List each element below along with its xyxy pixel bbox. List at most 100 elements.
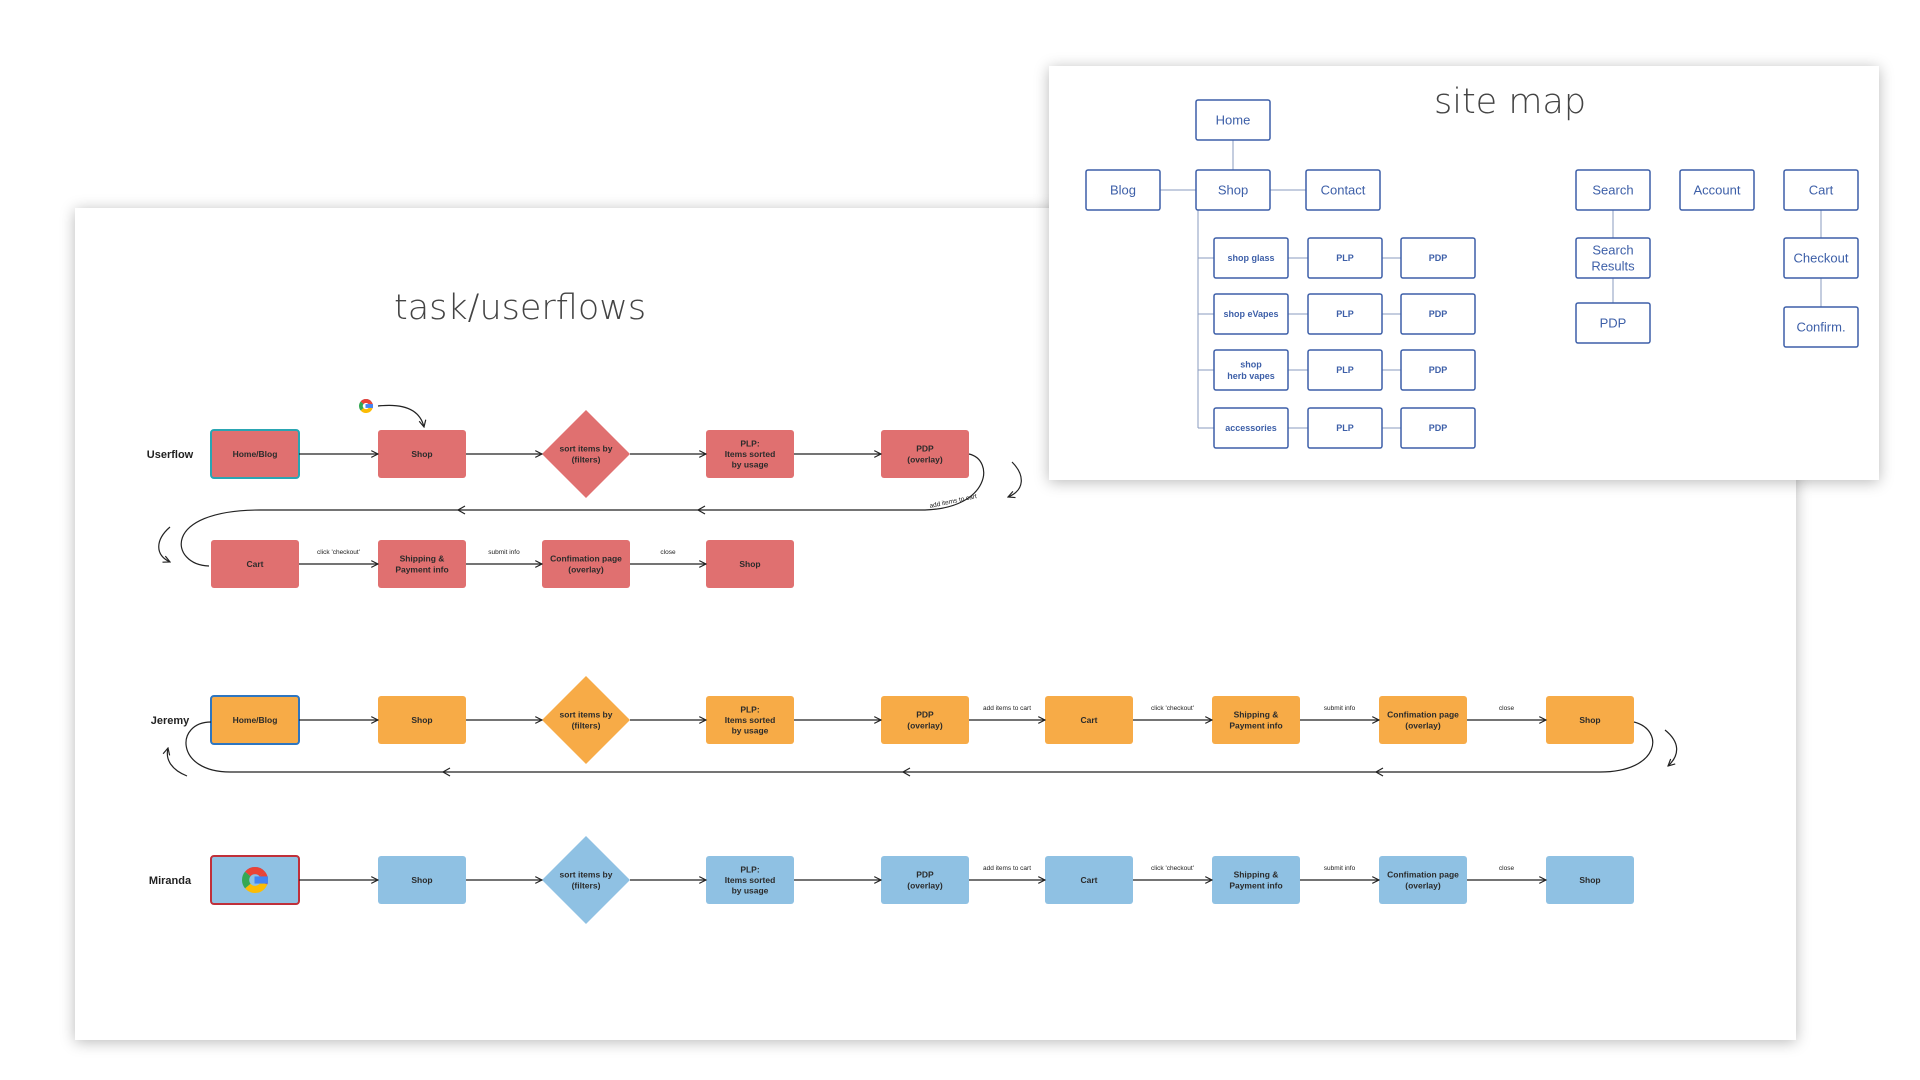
sitemap-category-shop-glass-label: shop glass bbox=[1227, 253, 1274, 263]
userflow-wrap-arrowhead-0 bbox=[696, 505, 706, 515]
jeremy-node-8-label: Shop bbox=[1579, 715, 1600, 725]
userflows-title: task/userflows bbox=[394, 288, 647, 328]
sitemap-account bbox=[1679, 169, 1755, 211]
userflow-curl-arrow-right bbox=[1008, 461, 1022, 497]
jeremy-curl-arrow-right bbox=[1664, 729, 1678, 766]
jeremy-node-4-label: PDP(overlay) bbox=[907, 710, 943, 731]
miranda-node-2-label: sort items by(filters) bbox=[560, 870, 613, 891]
jeremy-edge-6-label: submit info bbox=[1324, 705, 1356, 712]
jeremy-node-7-label: Confimation page(overlay) bbox=[1387, 710, 1459, 731]
sitemap-shop bbox=[1195, 169, 1271, 211]
userflow-node-pdp-overlay-box bbox=[881, 430, 969, 478]
sitemap-shop-label: Shop bbox=[1218, 183, 1248, 198]
miranda-node-7-label: Confimation page(overlay) bbox=[1387, 870, 1459, 891]
userflow-lower-node-shop-label: Shop bbox=[739, 559, 760, 569]
sitemap-category-shop-herb-vapes bbox=[1213, 349, 1289, 391]
sitemap-cart-1-label: Checkout bbox=[1794, 251, 1849, 266]
jeremy-loop-arrowhead-2 bbox=[441, 767, 451, 777]
jeremy-node-8-box bbox=[1546, 696, 1634, 744]
sitemap-cart-0 bbox=[1783, 169, 1859, 211]
jeremy-node-1-label: Shop bbox=[411, 715, 432, 725]
sitemap-category-3-pdp bbox=[1400, 407, 1476, 449]
sitemap-category-0-pdp bbox=[1400, 237, 1476, 279]
miranda-node-4-box bbox=[881, 856, 969, 904]
miranda-node-1-label: Shop bbox=[411, 875, 432, 885]
sitemap-category-2-plp bbox=[1307, 349, 1383, 391]
userflow-lower-node-confimation-page-overlay-box bbox=[542, 540, 630, 588]
userflow-node-home-blog-label: Home/Blog bbox=[233, 449, 278, 459]
row-miranda: Miranda Shop sort items by(filters) PLP:Ite… bbox=[149, 836, 1634, 924]
sitemap-home-label: Home bbox=[1216, 113, 1251, 128]
jeremy-node-4-box bbox=[881, 696, 969, 744]
google-to-shop-arrow bbox=[377, 404, 424, 427]
sitemap-category-1-plp-label: PLP bbox=[1336, 309, 1354, 319]
jeremy-loop-arrowhead-0 bbox=[1374, 767, 1384, 777]
miranda-node-8-box bbox=[1546, 856, 1634, 904]
jeremy-node-6-box bbox=[1212, 696, 1300, 744]
sitemap-blog bbox=[1085, 169, 1161, 211]
sitemap-category-shop-evapes-label: shop eVapes bbox=[1223, 309, 1278, 319]
jeremy-loop-arrowhead-1 bbox=[901, 767, 911, 777]
userflow-lower-edge-0-label: click 'checkout' bbox=[317, 549, 360, 556]
userflow-node-sort-items-by-filters-label: sort items by(filters) bbox=[560, 444, 613, 465]
sitemap-category-1-pdp-label: PDP bbox=[1429, 309, 1448, 319]
jeremy-node-7-box bbox=[1379, 696, 1467, 744]
miranda-node-3-box bbox=[706, 856, 794, 904]
sitemap-category-3-plp-label: PLP bbox=[1336, 423, 1354, 433]
row-label-jeremy: Jeremy bbox=[151, 715, 190, 727]
sitemap-category-0-plp-label: PLP bbox=[1336, 253, 1354, 263]
userflow-node-shop-label: Shop bbox=[411, 449, 432, 459]
userflow-node-sort-items-by-filters-diamond bbox=[542, 410, 630, 498]
userflow-node-shop-box bbox=[378, 430, 466, 478]
miranda-node-5-label: Cart bbox=[1080, 875, 1097, 885]
sitemap-blog-label: Blog bbox=[1110, 183, 1136, 198]
jeremy-node-5-box bbox=[1045, 696, 1133, 744]
sitemap-contact bbox=[1305, 169, 1381, 211]
jeremy-node-6-label: Shipping &Payment info bbox=[1229, 710, 1282, 731]
sitemap-category-shop-evapes bbox=[1213, 293, 1289, 335]
userflow-lower-node-shipping-payment-info-box bbox=[378, 540, 466, 588]
userflow-wrap-label: add items to cart bbox=[929, 493, 978, 510]
jeremy-node-2-label: sort items by(filters) bbox=[560, 710, 613, 731]
google-icon bbox=[359, 399, 373, 413]
userflow-node-plp-items-sorted-by-usage-box bbox=[706, 430, 794, 478]
sitemap-category-3-pdp-label: PDP bbox=[1429, 423, 1448, 433]
sitemap-category-2-pdp bbox=[1400, 349, 1476, 391]
sitemap-home bbox=[1195, 99, 1271, 141]
userflow-lower-node-cart-box bbox=[211, 540, 299, 588]
sitemap-contact-label: Contact bbox=[1321, 183, 1366, 198]
miranda-node-4-label: PDP(overlay) bbox=[907, 870, 943, 891]
sitemap-category-2-pdp-label: PDP bbox=[1429, 365, 1448, 375]
miranda-node-1-box bbox=[378, 856, 466, 904]
sitemap-category-1-pdp bbox=[1400, 293, 1476, 335]
sitemap-title: site map bbox=[1434, 82, 1587, 122]
sitemap-category-1-plp bbox=[1307, 293, 1383, 335]
userflow-lower-edge-1-label: submit info bbox=[488, 549, 520, 556]
sitemap-search-2 bbox=[1575, 302, 1651, 344]
userflow-wrap-line bbox=[180, 453, 985, 567]
sitemap-search-0 bbox=[1575, 169, 1651, 211]
sitemap-cart-0-label: Cart bbox=[1809, 183, 1834, 198]
jeremy-loop-line bbox=[185, 721, 1654, 773]
sitemap-category-accessories bbox=[1213, 407, 1289, 449]
miranda-node-6-label: Shipping &Payment info bbox=[1229, 870, 1282, 891]
row-label-miranda: Miranda bbox=[149, 875, 192, 887]
userflow-lower-node-shop-box bbox=[706, 540, 794, 588]
google-icon bbox=[242, 867, 268, 893]
miranda-node-8-label: Shop bbox=[1579, 875, 1600, 885]
sitemap-category-0-pdp-label: PDP bbox=[1429, 253, 1448, 263]
userflow-lower-node-confimation-page-overlay-label: Confimation page(overlay) bbox=[550, 554, 622, 575]
sitemap-search-2-label: PDP bbox=[1600, 316, 1627, 331]
jeremy-node-1-box bbox=[378, 696, 466, 744]
miranda-edge-4-label: add items to cart bbox=[983, 865, 1031, 872]
sitemap-cart-2 bbox=[1783, 306, 1859, 348]
jeremy-node-3-box bbox=[706, 696, 794, 744]
jeremy-edge-7-label: close bbox=[1499, 705, 1515, 712]
miranda-edge-5-label: click 'checkout' bbox=[1151, 865, 1194, 872]
jeremy-edge-4-label: add items to cart bbox=[983, 705, 1031, 712]
